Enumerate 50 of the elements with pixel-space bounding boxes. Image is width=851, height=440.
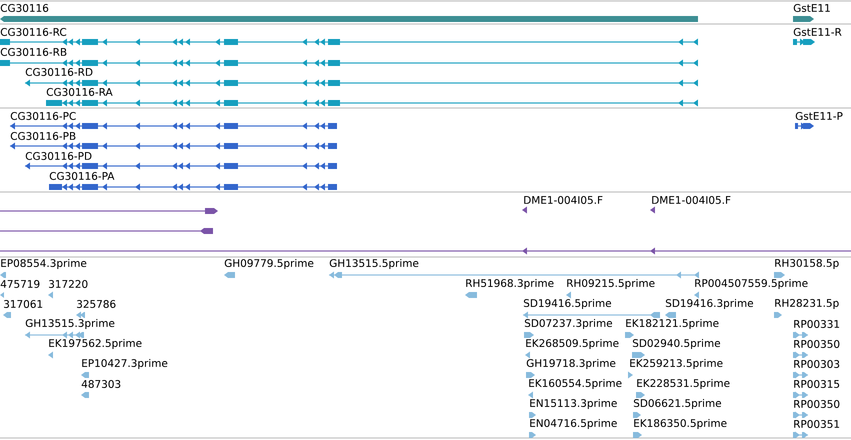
- feature-label: GH19718.3prime: [526, 358, 616, 370]
- feature-label: EK186350.5prime: [634, 418, 726, 430]
- feature-label: SD06621.5prime: [634, 398, 722, 410]
- feature-label: GH13515.3prime: [26, 318, 114, 330]
- feature-label: GstE11-P: [796, 112, 842, 120]
- feature-label: CG30116-PB: [10, 132, 76, 140]
- feature-label: DME1-004I05.F: [652, 196, 730, 204]
- feature-label: CG30116-RC: [0, 28, 66, 36]
- feature-label: RP00315: [794, 380, 840, 388]
- feature-label: RP00350: [794, 400, 840, 408]
- feature-label: SD19416.5prime: [524, 298, 612, 310]
- feature-label: 325786: [77, 300, 116, 308]
- feature-label: 475719: [0, 280, 40, 288]
- feature-label: EK259213.5prime: [630, 358, 722, 370]
- feature-label: RH51968.3prime: [466, 278, 554, 290]
- feature-label: CG30116-RB: [0, 48, 66, 56]
- feature-label: RH28231.5p: [775, 299, 839, 309]
- feature-label: RH30158.5p: [775, 259, 839, 269]
- feature-label: EK228531.5prime: [637, 378, 730, 390]
- feature-label: EK268509.5prime: [526, 338, 618, 350]
- feature-label: RH09215.5prime: [567, 278, 654, 290]
- feature-label: RP00351: [794, 420, 840, 428]
- feature-label: CG30116-PC: [10, 112, 76, 120]
- feature-label: GstE11: [794, 4, 830, 12]
- feature-label: SD07237.3prime: [524, 318, 612, 330]
- feature-label: GstE11-R: [794, 28, 842, 36]
- feature-label: EN04716.5prime: [530, 418, 617, 430]
- feature-label: 317061: [4, 300, 42, 308]
- feature-label: EN15113.3prime: [530, 398, 617, 410]
- feature-label: DME1-004I05.F: [524, 196, 602, 204]
- feature-label: CG30116-PD: [26, 152, 92, 160]
- feature-label: EK160554.5prime: [529, 378, 622, 390]
- feature-label: CG30116-RD: [26, 68, 92, 76]
- feature-label: GH09779.5prime: [224, 258, 314, 270]
- feature-label: RP00303: [794, 360, 840, 368]
- feature-label: GH13515.5prime: [330, 258, 418, 270]
- feature-label: 487303: [82, 380, 120, 388]
- feature-label: EP10427.3prime: [82, 358, 168, 370]
- feature-label: CG30116-RA: [46, 88, 113, 96]
- feature-label: RP00331: [794, 320, 840, 328]
- feature-label: RP004507559.5prime: [695, 278, 808, 290]
- feature-label: SD19416.3prime: [666, 298, 754, 310]
- feature-label: CG30116-PA: [50, 172, 114, 180]
- feature-label: EP08554.3prime: [1, 258, 86, 270]
- feature-label: RP00350: [794, 340, 840, 348]
- feature-label: SD02940.5prime: [632, 338, 720, 350]
- feature-label: CG30116: [0, 4, 48, 12]
- feature-label: EK197562.5prime: [49, 338, 142, 350]
- feature-label: 317220: [49, 280, 88, 288]
- feature-label: EK182121.5prime: [626, 318, 718, 330]
